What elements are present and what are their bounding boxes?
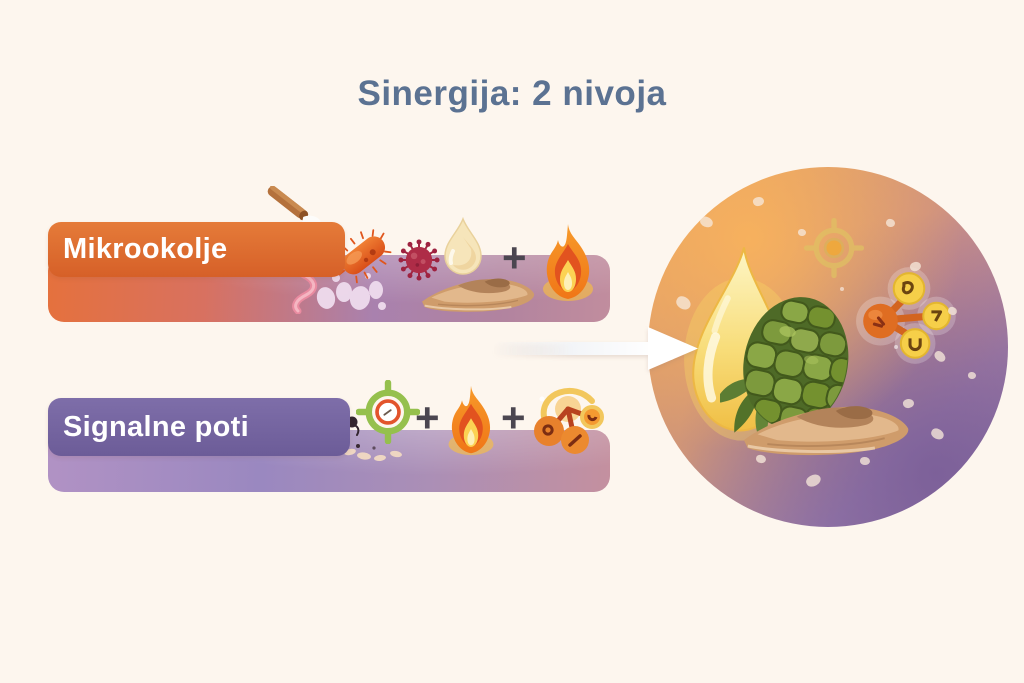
- signaling-label-text: Signalne poti: [63, 410, 249, 443]
- oil-drop-icon: [441, 216, 485, 278]
- flake-particle: [885, 218, 896, 228]
- flake-particle: [804, 471, 823, 490]
- flake-particle: [798, 229, 806, 236]
- speck-particle: [894, 345, 898, 349]
- page-title: Sinergija: 2 nivoja: [357, 74, 667, 113]
- flame-icon: [538, 222, 598, 302]
- signaling-label: Signalne poti: [48, 398, 350, 456]
- flake-particle: [698, 215, 715, 229]
- microenvironment-label-text: Mikrookolje: [63, 233, 228, 265]
- result-circle: [648, 167, 1008, 527]
- receptor-target-icon: [356, 380, 420, 444]
- speck-particle: [840, 287, 844, 291]
- molecule-icon: [853, 267, 965, 369]
- plus-sign: +: [415, 394, 440, 441]
- flake-particle: [752, 195, 765, 208]
- receptor-target-icon: [803, 217, 865, 279]
- virus-icon: [396, 237, 442, 283]
- microenvironment-label: Mikrookolje: [48, 222, 345, 277]
- bark-icon: [738, 389, 914, 463]
- arrow-right-icon: [492, 321, 702, 377]
- flake-particle: [860, 457, 870, 465]
- molecule-icon: [530, 377, 610, 461]
- hop-cone-icon: [720, 287, 858, 453]
- flake-particle: [968, 372, 976, 379]
- flame-icon: [444, 384, 498, 456]
- bacterium-icon: [333, 226, 393, 286]
- plus-sign: +: [501, 394, 526, 441]
- splash-icon: [308, 268, 390, 318]
- flake-particle: [929, 426, 946, 442]
- plus-sign: +: [502, 234, 527, 281]
